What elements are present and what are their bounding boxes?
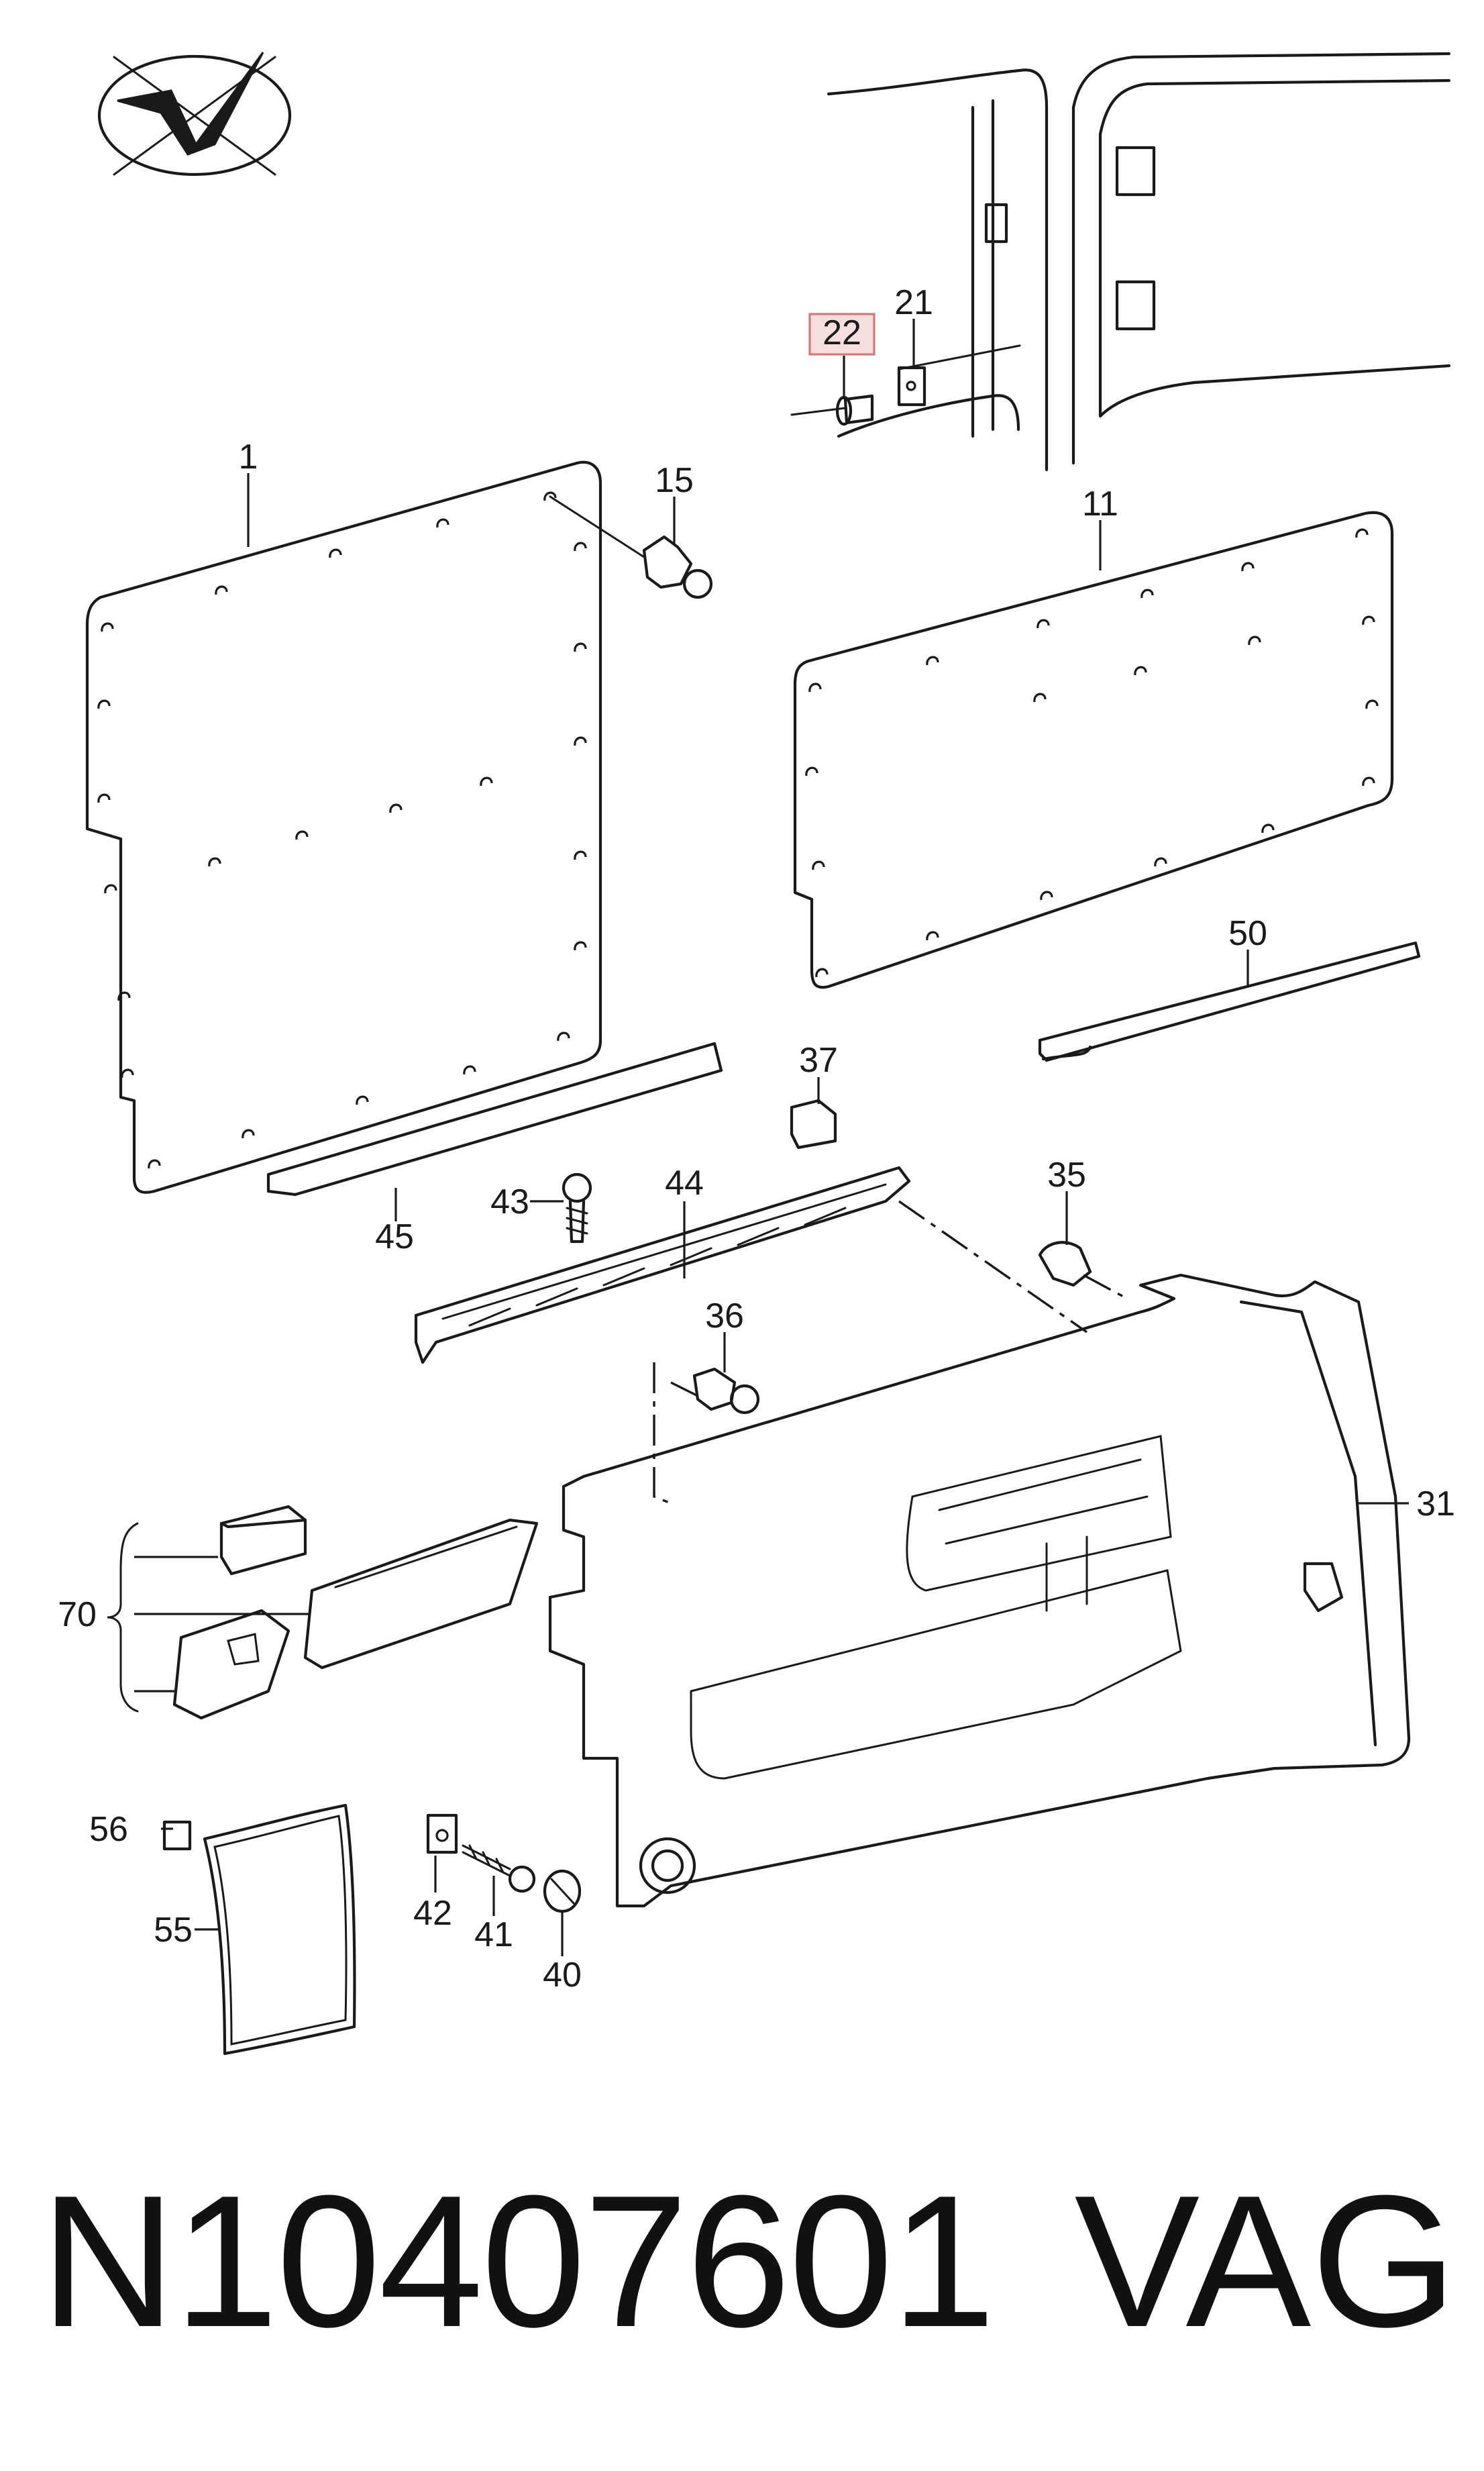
mounting-hole [1134,666,1147,676]
callout-35: 35 [1047,1156,1086,1195]
mounting-hole [1033,693,1047,703]
callout-21: 21 [894,283,933,322]
part-37-clip[interactable] [790,1099,837,1150]
callout-leaders [161,319,1409,1956]
mounting-hole [356,1095,369,1105]
mounting-hole [117,991,131,1001]
callout-70: 70 [58,1595,97,1634]
mounting-hole [805,766,818,776]
mounting-hole [1241,562,1255,572]
brand-label: VAG [1074,2157,1457,2366]
mounting-hole [215,585,228,595]
checkmark-emblem-icon [97,52,292,176]
mounting-hole [574,542,587,552]
mounting-hole [1037,619,1050,629]
mounting-hole [1362,776,1375,787]
mounting-hole [574,736,587,746]
callout-22-highlight [808,313,876,356]
mounting-hole [463,1065,476,1075]
mounting-hole [148,1159,161,1169]
callout-37: 37 [799,1041,838,1080]
part-44-bracket-rail[interactable] [414,1166,911,1364]
part-31-lower-trim-panel[interactable] [548,1273,1411,1908]
mounting-hole [812,860,825,870]
part-42-clip[interactable] [426,1813,458,1854]
callout-45: 45 [375,1217,414,1256]
callout-15: 15 [655,461,694,500]
part-11-side-panel[interactable] [793,511,1394,989]
mounting-hole [1355,528,1369,538]
part-55-cover-panel[interactable] [203,1803,356,2056]
callout-40: 40 [543,1956,582,1995]
callout-41: 41 [474,1915,513,1954]
callout-44: 44 [665,1164,704,1203]
part-70-storage-bins[interactable] [172,1505,539,1720]
mounting-hole [815,968,829,978]
mounting-hole [574,850,587,860]
mounting-hole [1141,589,1154,599]
part-22-screw[interactable] [790,394,874,426]
part-1-side-panel[interactable] [85,460,602,1194]
callout-22: 22 [823,313,861,352]
callout-11: 11 [1082,485,1118,523]
mounting-hole [242,1129,255,1139]
part-50-trim-strip[interactable] [1038,941,1421,1062]
callout-43: 43 [490,1182,529,1221]
mounting-hole [295,830,309,840]
part-40-cap[interactable] [543,1869,582,1913]
part-41-screw[interactable] [462,1844,536,1893]
mounting-hole [480,776,493,787]
mounting-hole [1040,891,1053,901]
callout-labels: 22 21 1 15 11 50 37 44 35 43 45 36 31 70… [58,283,1455,1995]
mounting-hole [104,884,117,894]
callout-56: 56 [89,1810,128,1849]
callout-1: 1 [239,438,258,476]
mounting-hole [1365,699,1379,709]
mounting-hole [1248,636,1261,646]
mounting-hole [97,793,111,803]
dashed-leader [898,1200,1088,1333]
part-21-clip[interactable] [897,366,926,407]
mounting-hole [121,1068,134,1078]
dashed-leader [670,1381,698,1397]
mounting-hole [389,803,403,813]
callout-42: 42 [413,1894,452,1933]
dashed-leader [653,1362,672,1505]
part-56-clip[interactable] [162,1820,192,1851]
mounting-hole [543,491,557,501]
mounting-hole [1154,857,1167,867]
mounting-hole [97,699,111,709]
callout-70-bracket [107,1522,139,1713]
mounting-hole [436,518,449,528]
mounting-hole [926,931,939,941]
part-43-screw[interactable] [562,1172,592,1244]
mounting-hole [208,857,221,867]
mounting-hole [574,642,587,652]
mounting-hole [101,622,114,632]
callout-50: 50 [1228,914,1267,953]
part-15-clip[interactable] [549,495,713,599]
callout-36: 36 [705,1297,744,1335]
mounting-hole [329,548,342,558]
callout-55: 55 [154,1911,193,1950]
part-number-label: N10407601 [40,2157,996,2366]
mounting-hole [1362,615,1375,625]
mounting-hole [808,683,822,693]
mounting-hole [574,941,587,951]
part-35-clip[interactable] [1038,1241,1128,1300]
mounting-hole [926,656,939,666]
callout-31: 31 [1416,1484,1455,1523]
mounting-hole [557,1031,570,1042]
part-36-clip[interactable] [692,1367,760,1415]
part-45-trim-strip[interactable] [266,1042,723,1197]
door-frame-pillar [827,52,1451,472]
mounting-hole [1261,823,1275,834]
